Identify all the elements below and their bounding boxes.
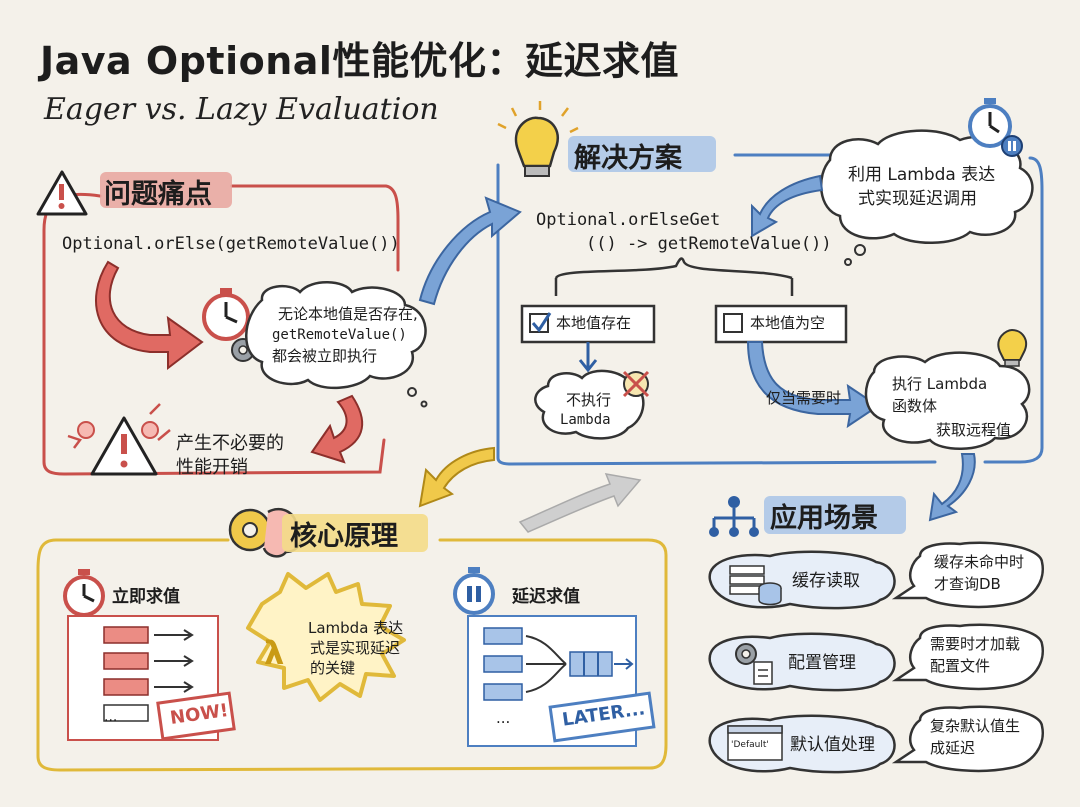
checkbox-empty-icon [723,313,743,333]
warning-icon [36,170,88,216]
solution-code-line1: Optional.orElseGet [536,210,721,230]
problem-heading: 问题痛点 [104,179,212,210]
no-exec-line1: 不执行 [566,391,612,409]
scenario-config-graphics [708,623,1044,692]
checkbox-checked-icon [531,312,552,333]
scenario-default-note2: 成延迟 [930,739,976,757]
solution-code-line2: (() -> getRemoteValue()) [586,234,832,254]
solution-thought-cloud [819,129,1034,244]
to-solution-arrow [418,196,522,306]
problem-cloud-line1: 无论本地值是否存在, [278,305,418,323]
scenario-default-label: 默认值处理 [790,735,875,755]
lazy-dots: ... [496,709,511,727]
scenario-config-label: 配置管理 [788,653,856,673]
solution-heading: 解决方案 [574,143,682,174]
later-stamp-frame [548,691,656,743]
solution-bubble-line1: 利用 Lambda 表达 [848,165,996,185]
core-frame [36,538,668,772]
core-heading-highlight [282,514,428,552]
only-when-label: 仅当需要时 [766,389,842,407]
scenario-default-note1: 复杂默认值生 [930,717,1021,735]
scenarios-heading-highlight [764,496,906,534]
lambda-starburst [246,572,406,702]
scenario-default-graphics [708,705,1044,774]
idea-bulb-icon [997,328,1028,367]
lazy-label: 延迟求值 [512,587,580,607]
scenario-cache-note1: 缓存未命中时 [934,553,1025,571]
exec-cloud [864,351,1031,450]
exec-line2: 函数体 [892,397,938,415]
exec-line1: 执行 Lambda [892,375,988,393]
eager-stopwatch-icon [63,569,105,617]
to-core-arrow [418,446,495,508]
problem-heading-highlight [100,172,232,208]
scenario-cache-label: 缓存读取 [792,571,860,591]
lightbulb-icon [497,101,579,177]
alert-icon [67,403,171,476]
result-arrow [310,394,364,464]
code-brace [554,257,793,280]
scenario-cache-graphics [708,541,1044,610]
no-bulb-icon [622,370,650,398]
fetch-label: 获取远程值 [936,421,1012,439]
hierarchy-icon [709,496,759,537]
core-heading: 核心原理 [290,521,398,552]
eager-label: 立即求值 [112,587,180,607]
lazy-arrow [746,341,880,429]
problem-result-line2: 性能开销 [176,457,248,478]
lambda-line3: 的关键 [310,659,356,677]
no-exec-cloud [534,369,645,440]
default-tag: 'Default' [731,740,769,750]
scenario-config-note1: 需要时才加载 [930,635,1021,653]
scenario-cache-note2: 才查询DB [934,575,1001,593]
eager-arrow [95,260,204,371]
solution-heading-highlight [568,136,716,172]
problem-cloud-line2: getRemoteValue() [272,327,407,343]
solution-frame [496,153,1044,466]
solution-bubble-line2: 式实现延迟调用 [858,189,977,209]
no-exec-line2: Lambda [560,412,611,428]
timer-icon [968,98,1023,157]
scenario-config-note2: 配置文件 [930,657,991,675]
problem-thought-cloud [245,281,427,390]
bubble-arrow [751,174,824,238]
now-stamp-frame [156,691,236,741]
branch-present-label: 本地值存在 [556,314,632,332]
lambda-symbol-icon: λ [264,634,285,672]
lambda-line2: 式是实现延迟 [310,639,401,657]
page-subtitle: Eager vs. Lazy Evaluation [44,92,439,127]
feedback-arrow [518,473,642,533]
page-title: Java Optional性能优化：延迟求值 [40,39,679,83]
branch-empty-label: 本地值为空 [750,314,826,332]
lambda-line1: Lambda 表达 [308,619,404,637]
to-scenarios-arrow [928,453,976,522]
eager-dots: ... [104,709,118,725]
stopwatch-icon [202,288,250,341]
lazy-timer-icon [453,567,495,615]
scenarios-heading: 应用场景 [770,503,878,534]
problem-cloud-line3: 都会被立即执行 [272,347,378,365]
problem-result-line1: 产生不必要的 [176,433,284,454]
problem-code: Optional.orElse(getRemoteValue()) [62,234,400,254]
